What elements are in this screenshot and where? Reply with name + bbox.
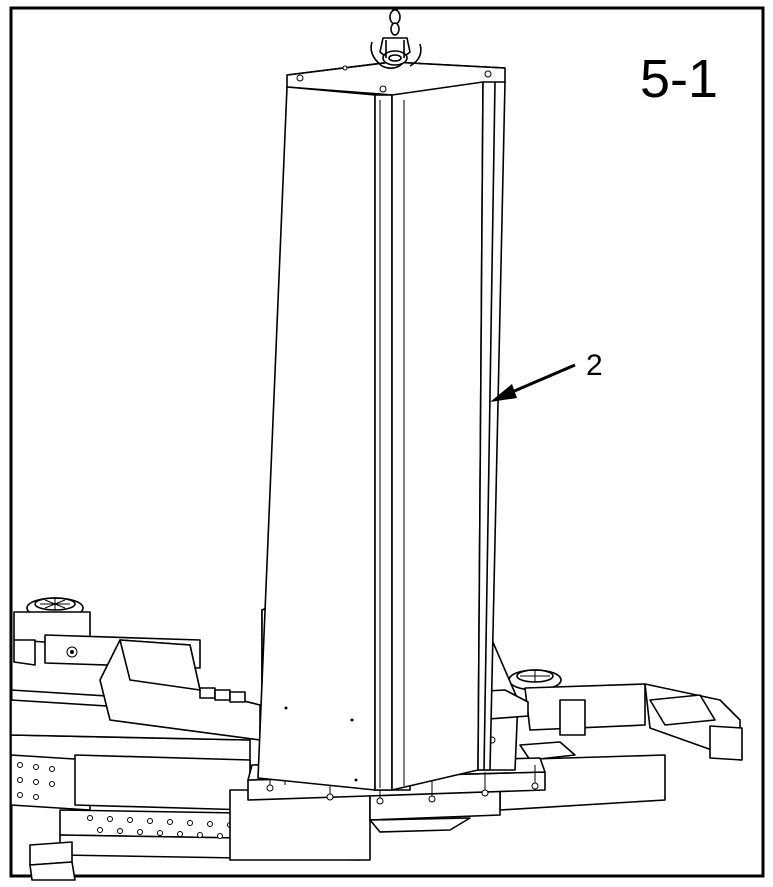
callout-leader-line [504,363,576,397]
lifting-hook [370,8,422,70]
right-lift-arm [508,669,743,761]
callout-arrowhead [490,384,517,402]
figure-number: 5-1 [640,49,718,109]
lift-base-frame [10,597,743,881]
left-lift-arm [13,597,261,741]
arm-teeth [199,687,246,703]
callout-label: 2 [586,349,603,382]
lift-column [257,61,506,791]
callout-2: 2 [490,349,603,402]
left-runway [10,689,371,881]
